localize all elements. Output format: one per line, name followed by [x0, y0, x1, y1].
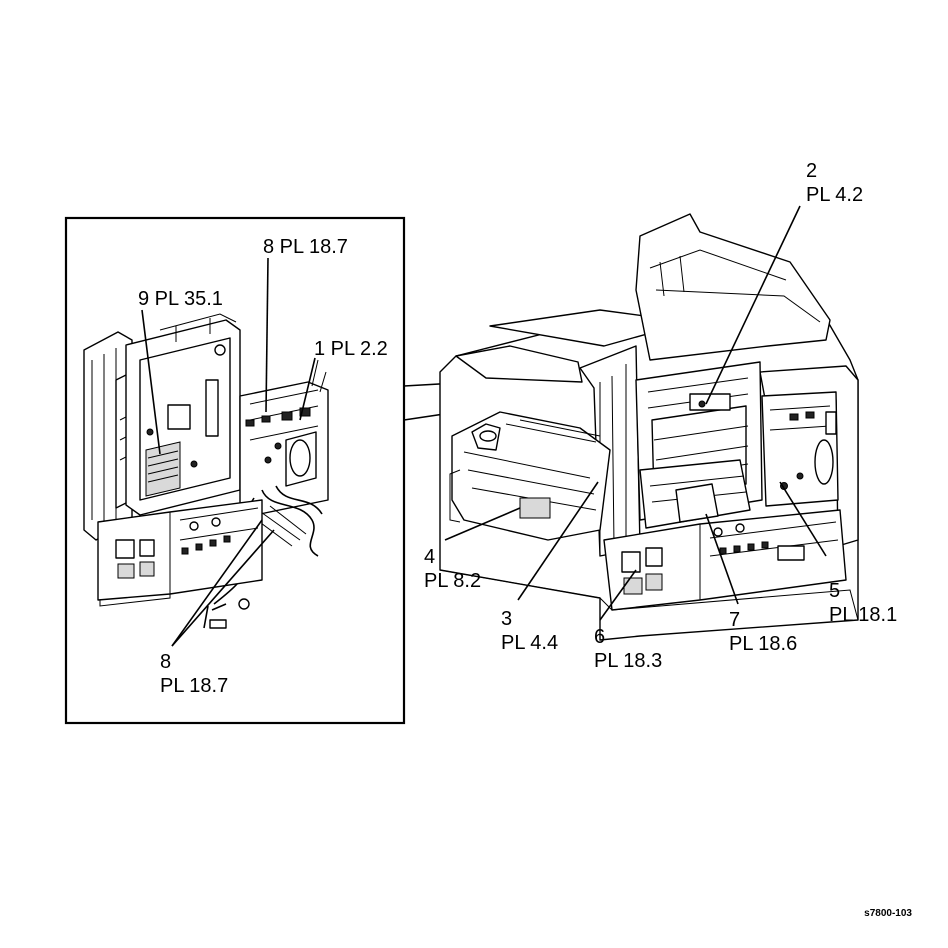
callout-8-top: 8 PL 18.7 [263, 236, 348, 258]
callout-9: 9 PL 35.1 [138, 288, 223, 310]
callout-3-line-2: PL 4.4 [501, 632, 558, 654]
callout-4-line-2: PL 8.2 [424, 570, 481, 592]
callout-1-line-1: 1 PL 2.2 [314, 338, 388, 360]
callout-7-line-2: PL 18.6 [729, 633, 797, 655]
callout-7-line-1: 7 [729, 609, 740, 631]
callout-6-line-1: 6 [594, 626, 605, 648]
callout-3-line-1: 3 [501, 608, 512, 630]
callout-8-top-line-1: 8 PL 18.7 [263, 236, 348, 258]
callout-7: 7 PL 18.6 [729, 609, 797, 655]
callout-2: 2 PL 4.2 [806, 160, 863, 206]
callout-2-line-1: 2 [806, 160, 817, 182]
callout-8-bottom: 8 PL 18.7 [160, 651, 228, 697]
callout-2-line-2: PL 4.2 [806, 184, 863, 206]
figure-id: s7800-103 [864, 908, 912, 919]
printer-illustration [439, 213, 859, 641]
detail-inset [64, 216, 406, 725]
leader-lines [141, 205, 827, 647]
callout-1: 1 PL 2.2 [314, 338, 388, 360]
callout-4-line-1: 4 [424, 546, 435, 568]
callout-6-line-2: PL 18.3 [594, 650, 662, 672]
callout-4: 4 PL 8.2 [424, 546, 481, 592]
callout-6: 6 PL 18.3 [594, 626, 662, 672]
callout-5-line-1: 5 [829, 580, 840, 602]
callout-5: 5 PL 18.1 [829, 580, 897, 626]
callout-5-line-2: PL 18.1 [829, 604, 897, 626]
callout-8-bottom-line-2: PL 18.7 [160, 675, 228, 697]
callout-8-bottom-line-1: 8 [160, 651, 171, 673]
callout-3: 3 PL 4.4 [501, 608, 558, 654]
callout-9-line-1: 9 PL 35.1 [138, 288, 223, 310]
